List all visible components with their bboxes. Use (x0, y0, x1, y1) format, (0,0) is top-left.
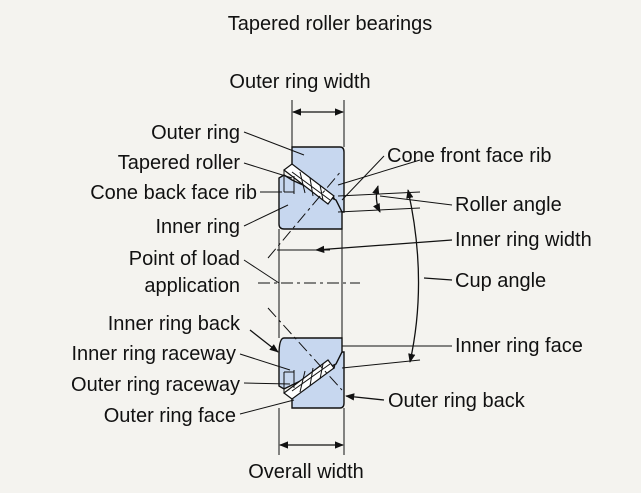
leader-cup-angle (423, 277, 453, 281)
label-inner-ring: Inner ring (156, 216, 241, 238)
label-tapered-roller: Tapered roller (118, 152, 241, 174)
upper-load-line (267, 169, 343, 259)
label-cone-front-face-rib: Cone front face rib (387, 145, 552, 167)
label-outer-ring-back: Outer ring back (388, 390, 526, 412)
label-point-of-load-line2: application (144, 275, 240, 297)
diagram-title: Tapered roller bearings (228, 13, 433, 35)
leader-tapered-roller (243, 162, 293, 179)
label-inner-ring-back: Inner ring back (108, 313, 241, 335)
leader-cone-front-face-rib (341, 155, 385, 201)
label-outer-ring-width: Outer ring width (229, 71, 370, 93)
label-cup-angle: Cup angle (455, 270, 546, 292)
label-outer-ring-raceway: Outer ring raceway (71, 374, 240, 396)
leader-inner-ring-back (249, 329, 279, 353)
label-inner-ring-width: Inner ring width (455, 229, 592, 251)
leader-inner-ring-raceway (239, 353, 291, 371)
leader-outer-ring-raceway (243, 382, 291, 385)
leader-inner-ring-width (315, 239, 453, 254)
label-roller-angle: Roller angle (455, 194, 562, 216)
roller-angle-arc (372, 185, 381, 213)
label-point-of-load-line1: Point of load (129, 248, 240, 270)
leader-outer-ring-back (345, 393, 385, 401)
label-inner-ring-raceway: Inner ring raceway (71, 343, 236, 365)
label-cone-back-face-rib: Cone back face rib (90, 182, 257, 204)
label-inner-ring-face: Inner ring face (455, 335, 583, 357)
leader-roller-angle (379, 195, 453, 206)
label-overall-width: Overall width (248, 461, 364, 483)
bearing-cross-section (258, 146, 360, 409)
lower-load-line (267, 307, 343, 391)
lower-inner-ring (278, 337, 343, 390)
leader-outer-ring (243, 131, 305, 156)
label-outer-ring: Outer ring (151, 122, 240, 144)
upper-inner-ring (278, 174, 343, 230)
leader-outer-ring-face (239, 399, 295, 415)
cup-angle-arc (406, 189, 420, 363)
leader-point-of-load (243, 259, 280, 284)
leader-inner-ring (243, 204, 289, 227)
label-outer-ring-face: Outer ring face (104, 405, 236, 427)
